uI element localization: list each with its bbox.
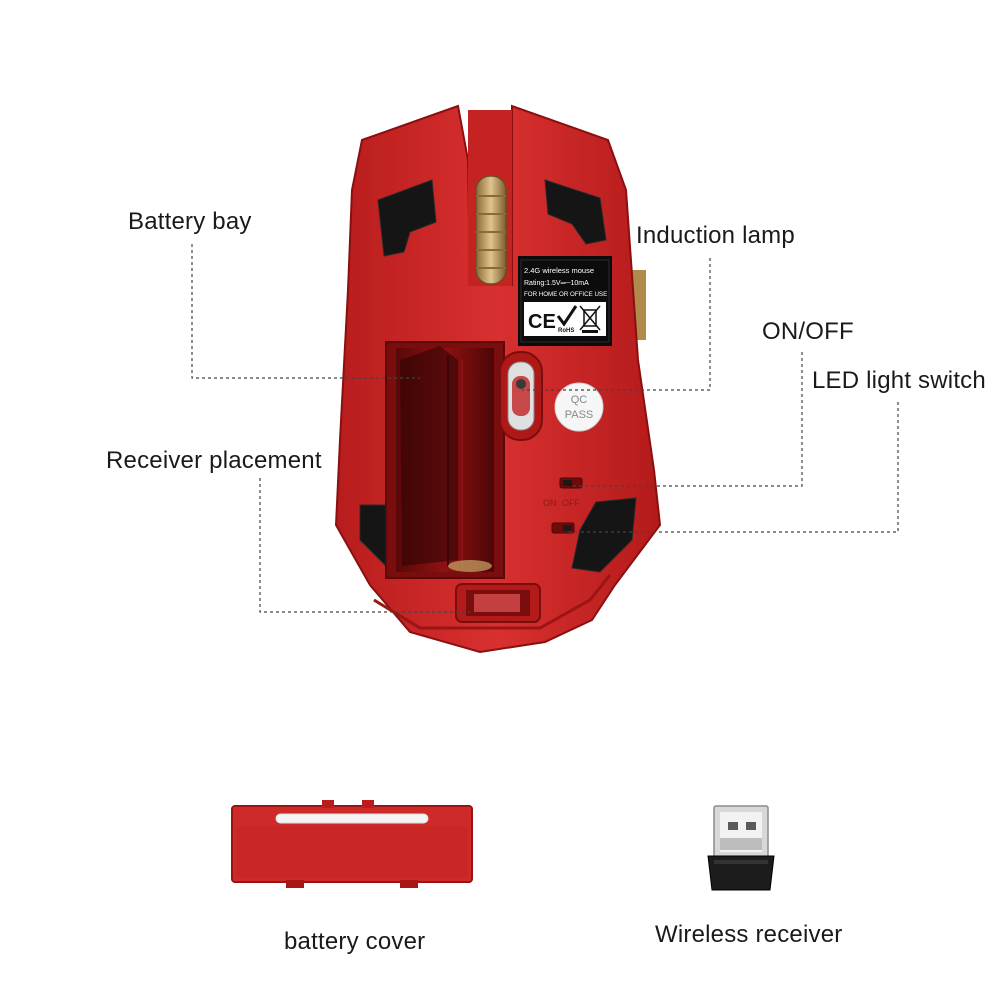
leader-on-off xyxy=(570,352,803,487)
rohs-check-icon xyxy=(556,305,578,327)
callout-led-light-switch: LED light switch xyxy=(812,367,986,394)
caption-battery-cover: battery cover xyxy=(284,928,426,955)
foot-pad-top-right xyxy=(544,179,607,245)
switch-off-label: OFF xyxy=(562,498,580,508)
led-light-switch xyxy=(551,522,575,534)
weee-bin-icon xyxy=(579,305,601,333)
optical-sensor xyxy=(499,351,543,441)
callout-receiver-placement: Receiver placement xyxy=(106,447,322,474)
caption-wireless-receiver: Wireless receiver xyxy=(655,921,843,948)
battery-cover-part xyxy=(231,800,473,888)
ce-mark: CE xyxy=(528,311,556,333)
rohs-mark: RoHS xyxy=(558,328,574,334)
qc-pass-sticker: QC PASS xyxy=(554,382,604,432)
leader-led-switch xyxy=(566,402,899,533)
qc-line-2: PASS xyxy=(565,409,594,421)
sticker-line-3: FOR HOME OR OFFICE USE xyxy=(524,291,607,298)
receiver-slot xyxy=(455,583,541,623)
foot-pad-bottom-right xyxy=(571,497,637,573)
leader-battery-bay xyxy=(191,244,420,379)
qc-line-1: QC xyxy=(571,394,588,406)
sticker-line-2: Rating:1.5V═─10mA xyxy=(524,280,589,287)
callout-induction-lamp: Induction lamp xyxy=(636,222,795,249)
scroll-wheel xyxy=(475,175,507,285)
bottom-plate-edge xyxy=(373,574,612,630)
leader-induction-lamp xyxy=(522,258,711,391)
battery-bay xyxy=(385,341,505,579)
wireless-receiver-part xyxy=(707,805,775,891)
callout-on-off: ON/OFF xyxy=(762,318,854,345)
switch-on-label: ON xyxy=(543,498,557,508)
product-sticker: 2.4G wireless mouse Rating:1.5V═─10mA FO… xyxy=(518,256,612,346)
sticker-line-1: 2.4G wireless mouse xyxy=(524,266,594,275)
leader-receiver-placement xyxy=(259,478,470,613)
leader-lines xyxy=(191,244,899,613)
foot-pad-top-left xyxy=(377,179,437,257)
callout-battery-bay: Battery bay xyxy=(128,208,252,235)
power-switch xyxy=(559,477,583,489)
mouse-body: 2.4G wireless mouse Rating:1.5V═─10mA FO… xyxy=(334,104,662,654)
